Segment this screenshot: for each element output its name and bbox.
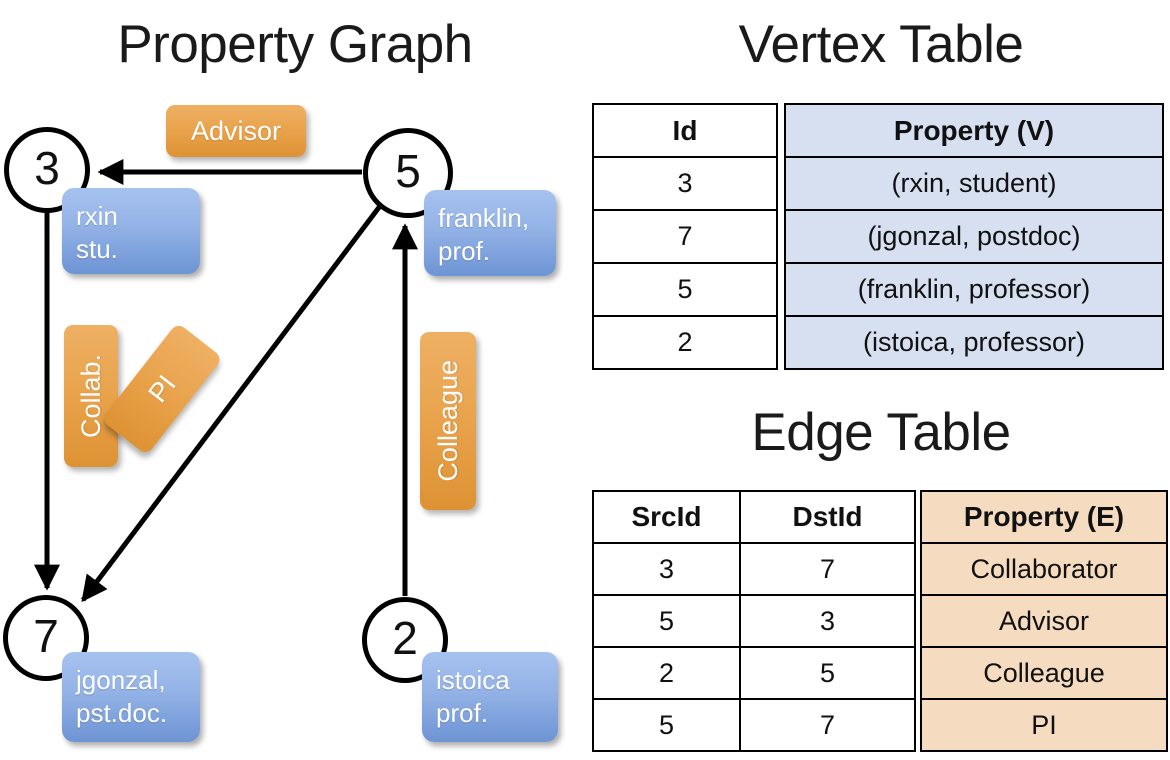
edge-label-colleague: Colleague [432, 360, 463, 482]
edge-5-to-7-pi [81, 204, 382, 603]
graph-node-2-label: 2 [392, 612, 418, 664]
edge-table: SrcId 3 5 2 5 DstId 7 3 5 7 Property (E)… [592, 490, 1168, 752]
edge-table-column-srcid: SrcId 3 5 2 5 [592, 490, 741, 752]
node-property-istoica-line2: prof. [436, 697, 489, 728]
edge-table-cell-property: Colleague [920, 646, 1168, 700]
vertex-table-cell-property: (jgonzal, postdoc) [784, 209, 1164, 264]
edge-label-collab: Collab. [75, 353, 106, 439]
edge-table-cell-property: PI [920, 698, 1168, 752]
vertex-table-cell-id: 5 [592, 262, 778, 317]
edge-label-box-colleague[interactable]: Colleague [420, 332, 476, 510]
edge-table-column-property: Property (E) Collaborator Advisor Collea… [920, 490, 1168, 752]
edge-table-cell-srcid: 3 [592, 542, 741, 596]
node-property-jgonzal-line2: pst.doc. [76, 697, 168, 728]
edge-table-cell-dstid: 7 [739, 542, 916, 596]
edge-table-column-dstid: DstId 7 3 5 7 [739, 490, 916, 752]
vertex-table-cell-id: 3 [592, 156, 778, 211]
vertex-table: Id 3 7 5 2 Property (V) (rxin, student) … [592, 103, 1164, 370]
page-title-vertex-table: Vertex Table [738, 15, 1024, 74]
edge-label-box-collab[interactable]: Collab. [64, 325, 118, 467]
edge-table-cell-property: Collaborator [920, 542, 1168, 596]
edge-table-cell-srcid: 5 [592, 594, 741, 648]
edge-label-pi: PI [141, 369, 182, 408]
graph-node-7-label: 7 [33, 610, 59, 662]
edge-table-header-property: Property (E) [920, 490, 1168, 544]
graph-node-5-label: 5 [395, 145, 421, 197]
vertex-table-column-property: Property (V) (rxin, student) (jgonzal, p… [784, 103, 1164, 370]
edge-table-header-dstid: DstId [739, 490, 916, 544]
graph-edges-canvas [34, 159, 418, 603]
graph-node-3-label: 3 [34, 142, 60, 194]
node-property-franklin-line2: prof. [438, 235, 491, 266]
node-property-jgonzal-line1: jgonzal, [76, 665, 166, 695]
page-title-property-graph: Property Graph [117, 15, 473, 74]
vertex-table-cell-property: (istoica, professor) [784, 315, 1164, 370]
edge-table-cell-dstid: 3 [739, 594, 916, 648]
node-property-box-istoica[interactable]: istoica prof. [422, 652, 558, 742]
vertex-table-cell-property: (franklin, professor) [784, 262, 1164, 317]
vertex-table-header-property: Property (V) [784, 103, 1164, 158]
edge-table-cell-srcid: 5 [592, 698, 741, 752]
page-title-edge-table: Edge Table [751, 403, 1011, 462]
edge-table-cell-dstid: 5 [739, 646, 916, 700]
node-property-franklin-line1: franklin, [438, 203, 530, 233]
edge-label-box-advisor[interactable]: Advisor [166, 105, 306, 157]
node-property-rxin-line1: rxin [76, 201, 118, 231]
vertex-table-cell-id: 2 [592, 315, 778, 370]
node-property-istoica-line1: istoica [436, 665, 510, 695]
node-property-box-rxin[interactable]: rxin stu. [62, 188, 200, 274]
graph-node-5[interactable]: 5 [363, 128, 453, 218]
edge-table-header-srcid: SrcId [592, 490, 741, 544]
vertex-table-column-id: Id 3 7 5 2 [592, 103, 778, 370]
vertex-table-cell-property: (rxin, student) [784, 156, 1164, 211]
vertex-table-cell-id: 7 [592, 209, 778, 264]
vertex-table-header-id: Id [592, 103, 778, 158]
edge-table-cell-property: Advisor [920, 594, 1168, 648]
node-property-box-jgonzal[interactable]: jgonzal, pst.doc. [62, 652, 200, 742]
edge-table-cell-dstid: 7 [739, 698, 916, 752]
node-property-box-franklin[interactable]: franklin, prof. [424, 190, 556, 276]
edge-table-cell-srcid: 2 [592, 646, 741, 700]
node-property-rxin-line2: stu. [76, 233, 118, 264]
edge-label-advisor: Advisor [190, 115, 282, 146]
graph-node-2[interactable]: 2 [362, 597, 448, 683]
